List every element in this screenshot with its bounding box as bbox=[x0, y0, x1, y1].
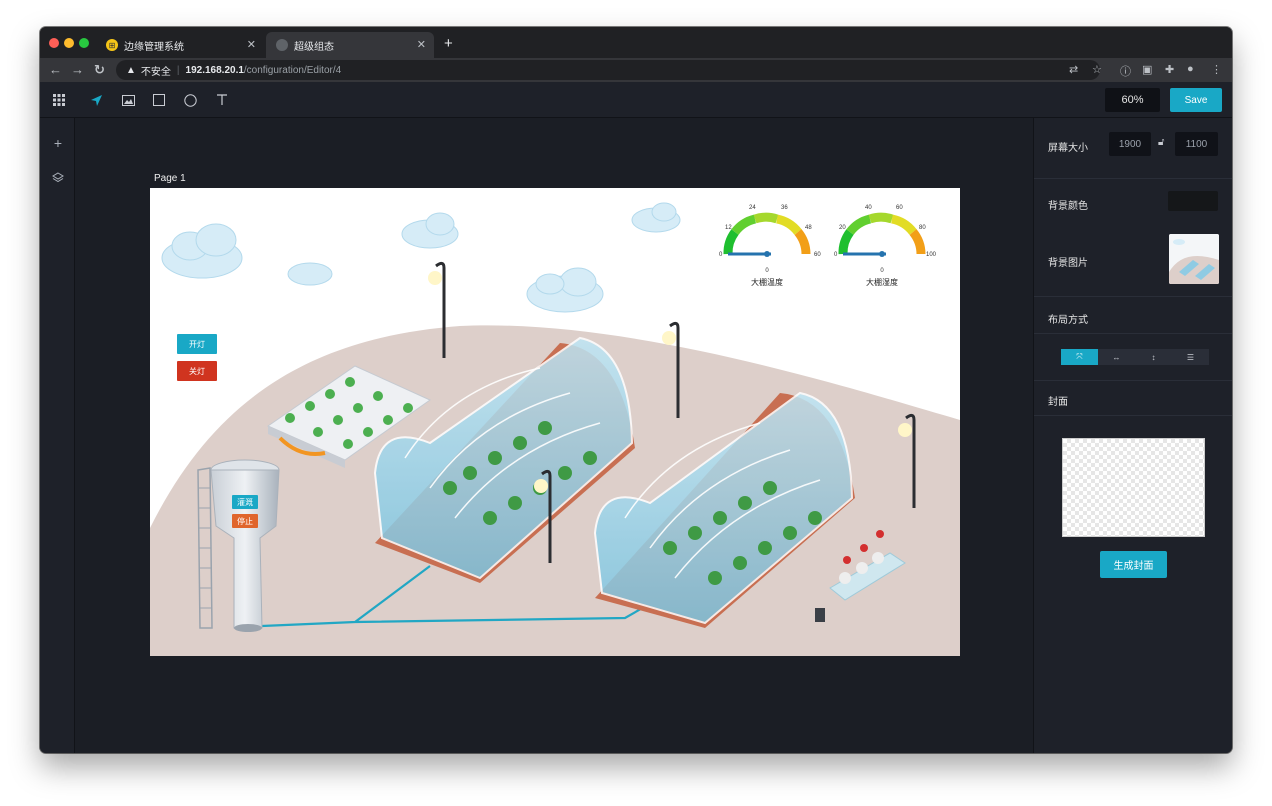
address-separator: | bbox=[176, 64, 180, 76]
editor-toolbar: 60% Save bbox=[40, 82, 1232, 118]
save-button[interactable]: Save bbox=[1170, 88, 1222, 112]
gauge-tick: 20 bbox=[839, 225, 846, 231]
screen-size-label: 屏幕大小 bbox=[1048, 143, 1088, 154]
generate-cover-button[interactable]: 生成封面 bbox=[1100, 551, 1167, 578]
gauge-tick: 0 bbox=[719, 252, 723, 258]
screen-width-input[interactable]: 1900 bbox=[1109, 132, 1151, 156]
gauge-value: 0 bbox=[880, 268, 884, 274]
rectangle-icon[interactable] bbox=[150, 91, 168, 109]
lights-off-button[interactable]: 关灯 bbox=[177, 361, 217, 381]
cover-preview bbox=[1062, 438, 1205, 537]
bg-color-swatch[interactable] bbox=[1168, 191, 1218, 211]
greenhouse-illustration bbox=[593, 391, 855, 628]
greenhouse-scene-illustration: 0 12 24 36 48 60 0 20 40 60 80 100 0 0 bbox=[150, 202, 960, 656]
layout-fit-width-button[interactable]: ↔ bbox=[1098, 349, 1135, 365]
zoom-level[interactable]: 60% bbox=[1105, 88, 1160, 112]
close-tab-icon[interactable]: ✕ bbox=[416, 39, 426, 51]
gauge-tick: 80 bbox=[919, 225, 926, 231]
gauge-tick: 12 bbox=[725, 225, 732, 231]
greenhouse-illustration bbox=[373, 336, 635, 583]
gauge-title: 大棚湿度 bbox=[866, 278, 898, 287]
temperature-gauge bbox=[723, 212, 811, 257]
url-path: /configuration/Editor/4 bbox=[243, 64, 342, 76]
image-icon[interactable] bbox=[119, 91, 137, 109]
site-favicon-icon: ⊞ bbox=[106, 39, 118, 51]
new-tab-icon[interactable]: + bbox=[444, 35, 453, 52]
profile-avatar-icon[interactable]: ● bbox=[1187, 63, 1194, 75]
divider bbox=[1034, 178, 1232, 179]
minimize-window-button[interactable] bbox=[64, 38, 74, 48]
url-host: 192.168.20.1 bbox=[185, 64, 244, 76]
gauge-tick: 36 bbox=[781, 205, 788, 211]
humidity-gauge bbox=[838, 212, 926, 257]
gauge-tick: 60 bbox=[896, 205, 903, 211]
screen-height-input[interactable]: 1100 bbox=[1175, 132, 1218, 156]
lamp-post-illustration bbox=[435, 261, 916, 563]
tab-configuration[interactable]: 超级组态 ✕ bbox=[266, 32, 434, 58]
puzzle-icon[interactable]: ✚ bbox=[1165, 64, 1175, 76]
security-label: 不安全 bbox=[140, 66, 171, 78]
tab-title: 边缘管理系统 bbox=[124, 41, 184, 53]
canvas-workspace: Page 1 bbox=[75, 118, 1033, 753]
tab-title: 超级组态 bbox=[294, 41, 334, 53]
browser-window: ⊞ 边缘管理系统 ✕ 超级组态 ✕ + ← → ↻ ▲ 不安全 | 192.16… bbox=[40, 27, 1232, 753]
warning-icon: ▲ bbox=[126, 64, 136, 76]
flower-planter-illustration bbox=[815, 530, 906, 622]
stop-button[interactable]: 停止 bbox=[232, 514, 258, 528]
tab-strip: ⊞ 边缘管理系统 ✕ 超级组态 ✕ + bbox=[40, 27, 1232, 58]
gauge-tick: 48 bbox=[805, 225, 812, 231]
page-label: Page 1 bbox=[154, 173, 186, 184]
gauge-tick: 40 bbox=[865, 205, 872, 211]
gauge-value: 0 bbox=[765, 268, 769, 274]
bg-image-thumbnail[interactable] bbox=[1169, 234, 1219, 284]
pointer-icon[interactable] bbox=[87, 91, 105, 109]
gauge-tick: 24 bbox=[749, 205, 756, 211]
circle-icon[interactable] bbox=[181, 91, 199, 109]
properties-panel: 屏幕大小 1900 🔓︎ 1100 背景颜色 背景图片 布局方式 ⤧ ↔ ↕ ☰… bbox=[1033, 118, 1232, 753]
back-icon[interactable]: ← bbox=[49, 62, 62, 77]
gauge-tick: 60 bbox=[814, 252, 821, 258]
layers-icon[interactable] bbox=[50, 169, 66, 185]
divider bbox=[1034, 333, 1232, 334]
cloud-icon bbox=[161, 202, 681, 313]
divider bbox=[1034, 415, 1232, 416]
gauge-title: 大棚温度 bbox=[751, 278, 783, 287]
divider bbox=[1034, 296, 1232, 297]
lights-on-button[interactable]: 开灯 bbox=[177, 334, 217, 354]
divider bbox=[1034, 380, 1232, 381]
left-rail: + bbox=[40, 118, 75, 753]
layout-fit-button[interactable]: ⤧ bbox=[1061, 349, 1098, 365]
gauge-tick: 100 bbox=[926, 252, 937, 258]
apps-icon[interactable] bbox=[50, 91, 68, 109]
layout-fit-height-button[interactable]: ↕ bbox=[1135, 349, 1172, 365]
irrigate-button[interactable]: 灌溉 bbox=[232, 495, 258, 509]
cover-label: 封面 bbox=[1048, 397, 1068, 408]
address-bar[interactable]: ▲ 不安全 | 192.168.20.1 /configuration/Edit… bbox=[116, 60, 1100, 80]
tab-edge-management[interactable]: ⊞ 边缘管理系统 ✕ bbox=[96, 32, 264, 58]
lock-icon[interactable]: 🔓︎ bbox=[1158, 137, 1165, 148]
bookmark-star-icon[interactable]: ☆ bbox=[1092, 64, 1102, 76]
layout-scroll-button[interactable]: ☰ bbox=[1172, 349, 1209, 365]
add-icon[interactable]: + bbox=[53, 135, 63, 151]
canvas-page[interactable]: 0 12 24 36 48 60 0 20 40 60 80 100 0 0 大… bbox=[150, 188, 960, 656]
extension-icon[interactable]: ▣ bbox=[1142, 64, 1153, 76]
info-icon[interactable]: ⓘ bbox=[1120, 66, 1131, 78]
text-icon[interactable] bbox=[213, 91, 231, 109]
close-tab-icon[interactable]: ✕ bbox=[246, 39, 256, 51]
close-window-button[interactable] bbox=[49, 38, 59, 48]
bg-color-label: 背景颜色 bbox=[1048, 201, 1088, 212]
menu-kebab-icon[interactable]: ⋮ bbox=[1211, 64, 1222, 76]
reload-icon[interactable]: ↻ bbox=[94, 62, 105, 77]
browser-toolbar: ← → ↻ ▲ 不安全 | 192.168.20.1 /configuratio… bbox=[40, 58, 1232, 82]
hydroponic-rack-illustration bbox=[266, 365, 432, 468]
layout-label: 布局方式 bbox=[1048, 315, 1088, 326]
bg-image-label: 背景图片 bbox=[1048, 258, 1088, 269]
translate-icon[interactable]: ⇄ bbox=[1069, 64, 1079, 76]
forward-icon[interactable]: → bbox=[71, 62, 84, 77]
water-tower-illustration bbox=[197, 459, 280, 632]
gauge-tick: 0 bbox=[834, 252, 838, 258]
globe-icon bbox=[276, 39, 288, 51]
maximize-window-button[interactable] bbox=[79, 38, 89, 48]
